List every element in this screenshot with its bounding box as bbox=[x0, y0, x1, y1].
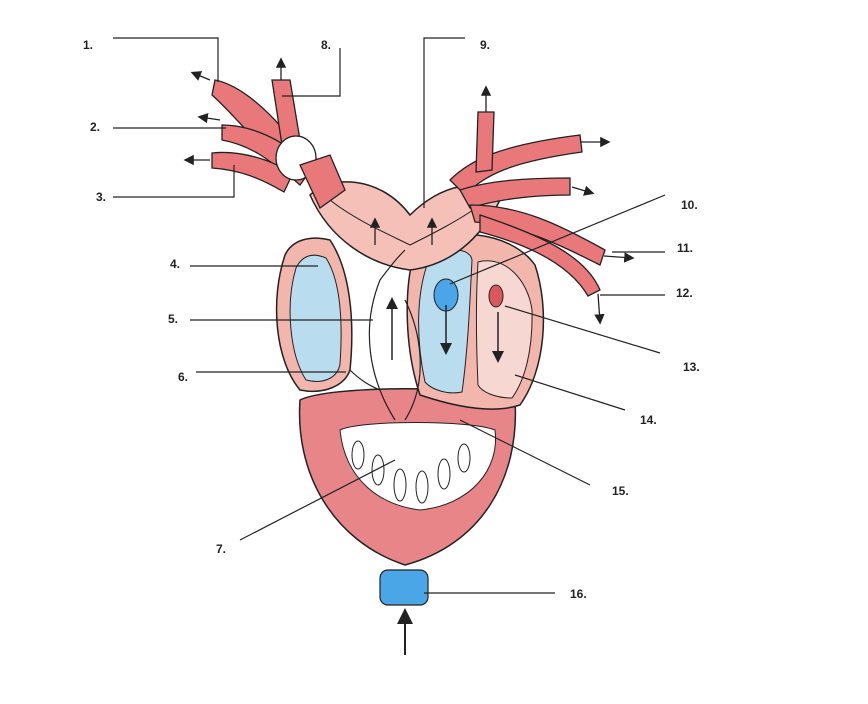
label-8: 8. bbox=[321, 38, 332, 52]
ventricle bbox=[298, 388, 517, 566]
label-4: 4. bbox=[170, 257, 181, 271]
label-9: 9. bbox=[480, 38, 491, 52]
pulmonary-vein-opening bbox=[488, 284, 504, 308]
label-2: 2. bbox=[90, 120, 101, 134]
label-15: 15. bbox=[612, 484, 629, 498]
conus-arteriosus bbox=[309, 181, 501, 421]
label-5: 5. bbox=[168, 312, 179, 326]
label-1: 1. bbox=[83, 38, 94, 52]
left-arterial-arches bbox=[183, 57, 346, 209]
leader-lines bbox=[113, 37, 666, 594]
label-16: 16. bbox=[570, 587, 587, 601]
label-12: 12. bbox=[676, 286, 693, 300]
label-14: 14. bbox=[640, 413, 657, 427]
label-11: 11. bbox=[677, 241, 694, 255]
label-10: 10. bbox=[681, 198, 698, 212]
inflow-vessel bbox=[379, 569, 429, 606]
label-13: 13. bbox=[683, 360, 700, 374]
left-atrium bbox=[275, 237, 353, 392]
right-atrium bbox=[406, 233, 545, 410]
label-6: 6. bbox=[178, 370, 189, 384]
label-7: 7. bbox=[216, 542, 227, 556]
right-arterial-arches bbox=[449, 85, 635, 325]
label-3: 3. bbox=[96, 190, 107, 204]
ventricle-trabeculae bbox=[351, 440, 471, 504]
